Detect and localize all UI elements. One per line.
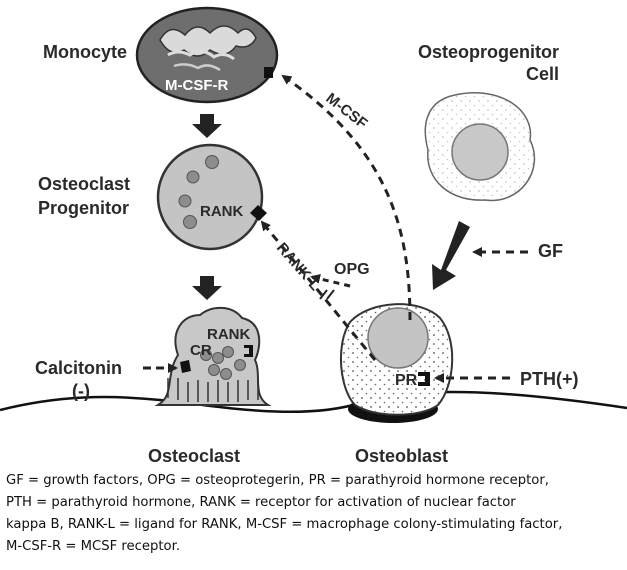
arrow-progenitor-to-osteoclast [192,276,222,300]
osteoclast-progenitor-cell [156,143,264,251]
bone-cell-diagram: M-CSF-R Monocyte Osteoprogenitor Cell Os… [0,6,627,465]
m-csf-arrow [281,74,412,321]
monocyte-label: Monocyte [43,42,127,62]
opg-label: OPG [334,261,370,278]
m-csf-label: M-CSF [323,90,371,133]
rank-receptor-progenitor [250,205,267,221]
pth-label: PTH(+) [520,369,579,389]
gf-label: GF [538,241,563,261]
rank-osteoclast-label: RANK [207,326,250,343]
opg-block-mark-1 [319,289,328,300]
osteoblast-label: Osteoblast [355,446,448,465]
opg-block-mark-2 [326,289,335,300]
m-csf-r-receptor [264,67,273,78]
arrow-osteoprogenitor-to-osteoblast [432,221,470,290]
osteoprogenitor-label-line1: Osteoprogenitor [418,42,559,62]
m-csf-r-label: M-CSF-R [165,77,228,94]
bone-surface-line [0,390,627,414]
diagram-stage: M-CSF-R Monocyte Osteoprogenitor Cell Os… [0,6,627,465]
rank-progenitor-label: RANK [200,203,243,220]
rank-receptor-osteoclast [244,345,253,357]
osteoprogenitor-label-line2: Cell [526,64,559,84]
rank-l-arrow [260,220,377,361]
calcitonin-label-line2: (-) [72,381,90,401]
rank-l-label: RANK-L [273,239,324,294]
osteoclast-progenitor-label-line2: Progenitor [38,198,129,218]
osteoclast-label: Osteoclast [148,446,240,465]
pr-label: PR [395,372,418,389]
figure-caption: GF = growth factors, OPG = osteoproteger… [6,473,563,554]
calcitonin-label-line1: Calcitonin [35,358,122,378]
monocyte-cell [135,6,279,104]
cr-label: CR [190,342,212,359]
arrow-monocyte-to-progenitor [192,114,222,138]
osteoprogenitor-cell [424,92,536,202]
osteoclast-progenitor-label-line1: Osteoclast [38,174,130,194]
calcitonin-receptor [180,360,191,373]
pth-receptor [418,372,430,386]
osteoclast-cell [154,306,272,406]
osteoblast-cell [339,303,454,423]
